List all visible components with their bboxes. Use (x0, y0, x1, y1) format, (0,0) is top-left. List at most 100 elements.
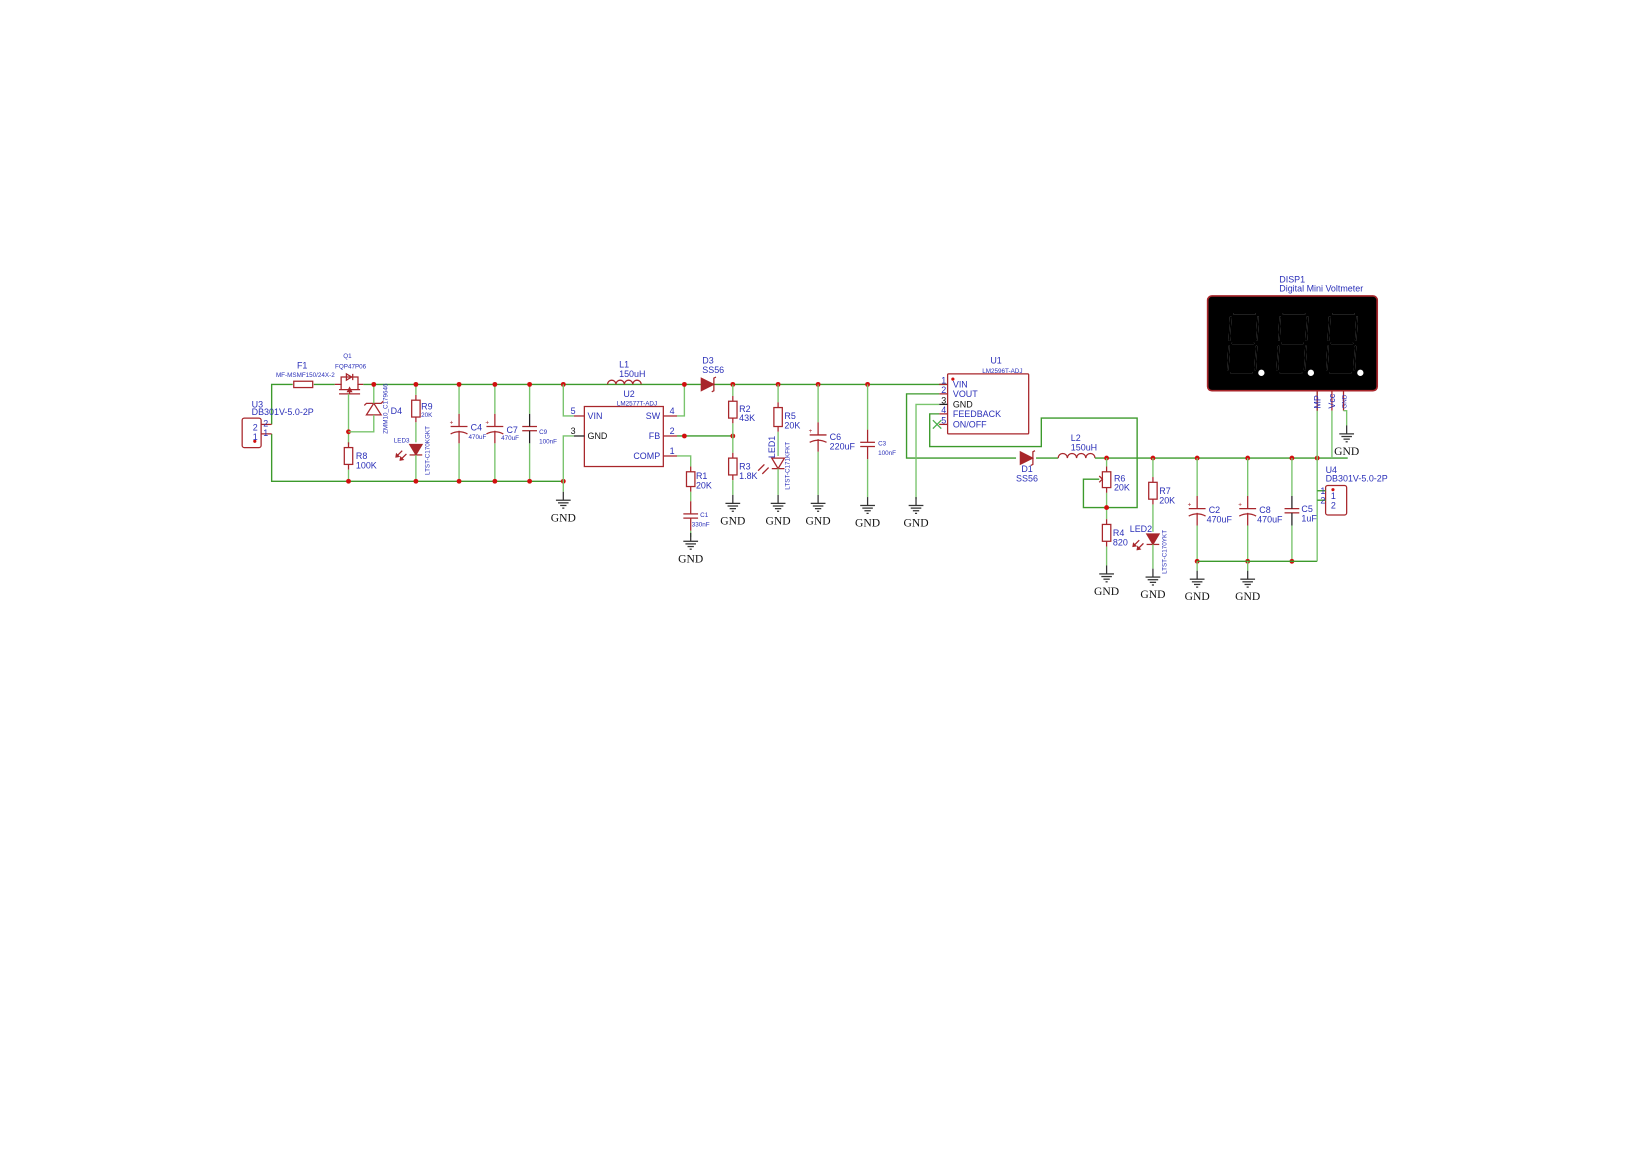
label: SS56 (702, 365, 724, 375)
wire (348, 414, 375, 433)
junction-dot (527, 478, 533, 484)
value: MF-MSMF150/24X-2 (276, 372, 335, 379)
arrowheads (395, 452, 405, 461)
wire (677, 384, 686, 417)
label: C2 (1209, 505, 1220, 515)
connector-U4 (1324, 484, 1348, 516)
gnd-net-label: GND (1094, 585, 1119, 598)
capacitor-C8: + (1238, 496, 1257, 526)
junction-dot (492, 478, 498, 484)
capacitor-C9 (522, 413, 537, 444)
voltmeter-display-DISP1 (1206, 295, 1379, 411)
gnd-net-label: GND (766, 514, 791, 527)
pin1-marker (951, 377, 955, 381)
pin-num: 4 (941, 405, 946, 415)
wire (270, 383, 293, 425)
diode-triangle (1019, 450, 1035, 466)
polarity-plus-icon: + (450, 419, 454, 426)
label: 150uH (1071, 443, 1097, 453)
polarity-plus-icon: + (485, 419, 489, 426)
gnd-net-label: GND (903, 517, 928, 530)
label: R8 (356, 451, 367, 461)
gnd-net-label: GND (678, 552, 703, 565)
ground-symbol (770, 494, 786, 512)
junction-dot (413, 381, 419, 387)
pin1-marker (1331, 488, 1335, 492)
label: D4 (391, 406, 402, 416)
mosfet-Q1 (334, 372, 364, 395)
value: LTST-C170KGKT (425, 426, 432, 475)
junction-dot (456, 478, 462, 484)
label: LED3 (394, 437, 410, 444)
label: VIN (588, 411, 603, 421)
label: U4 (1326, 465, 1337, 475)
label: 100nF (878, 450, 896, 457)
diode-D1 (1019, 450, 1036, 467)
ic-U2 (573, 405, 678, 468)
label: 220uF (830, 442, 856, 452)
pin-name: MP (1312, 395, 1322, 408)
junction-dot (492, 381, 498, 387)
label: 20K (1114, 483, 1130, 493)
q1-arrow (346, 386, 353, 393)
junction-dot (527, 381, 533, 387)
wire (915, 403, 940, 500)
label: 2 (1331, 501, 1336, 511)
decimal-point (1307, 369, 1315, 376)
resistor-R8 (343, 442, 354, 470)
inductor-L2 (1057, 452, 1096, 459)
label: SS56 (1016, 473, 1038, 483)
wire (1343, 410, 1348, 426)
label: C5 (1301, 504, 1312, 514)
arrowheads (1132, 542, 1142, 551)
segment-hollow (1227, 313, 1259, 374)
label: 470uF (469, 434, 487, 441)
ic-U1 (939, 373, 1030, 435)
label: 2 (253, 423, 258, 433)
label: L1 (619, 360, 629, 370)
resistor-R1 (685, 466, 696, 492)
ground-symbol (1189, 570, 1205, 588)
label: 100nF (539, 438, 557, 445)
polarity-plus-icon: + (1188, 502, 1192, 509)
resistor-R3 (727, 452, 738, 481)
label: GND (588, 431, 608, 441)
diode-D3 (700, 376, 717, 393)
junction-dot (681, 381, 687, 387)
polarity-plus-icon: + (809, 428, 813, 435)
label: 1uF (1301, 513, 1317, 523)
gnd-net-label: GND (720, 514, 745, 527)
label: 5 (571, 406, 576, 416)
label: 150uH (619, 369, 645, 379)
diode-triangle (700, 377, 716, 392)
pin-name: FEEDBACK (953, 409, 1001, 419)
led-triangle (408, 443, 424, 456)
zener-triangle (365, 402, 383, 416)
segment-hollow (1325, 313, 1358, 374)
pin-name: SW (646, 411, 661, 421)
segment-hollow (1276, 313, 1309, 374)
value: FQP47P06 (335, 364, 367, 371)
label: 1 (253, 432, 258, 442)
ground-symbol (810, 494, 826, 512)
polarity-plus-icon: + (1238, 502, 1242, 509)
wire (905, 393, 1017, 459)
label: C3 (878, 440, 887, 447)
label: L2 (1071, 433, 1081, 443)
wire (270, 433, 564, 482)
resistor-body (1148, 481, 1158, 500)
junction-dot (346, 478, 351, 484)
inductor-coil (606, 379, 642, 385)
value: ZMM10_C179646 (382, 383, 389, 434)
resistor-body (685, 471, 696, 488)
label: 20K (421, 412, 433, 419)
ground-symbol (1099, 565, 1114, 583)
label: R3 (739, 462, 750, 472)
ground-symbol (908, 497, 924, 515)
gnd-net-label: GND (1334, 445, 1359, 458)
label: DISP1 (1279, 274, 1305, 284)
capacitor-C4: + (450, 413, 468, 444)
capacitor-C6: + (809, 422, 827, 452)
label: 4 (670, 406, 675, 416)
ground-symbol (1339, 425, 1355, 443)
